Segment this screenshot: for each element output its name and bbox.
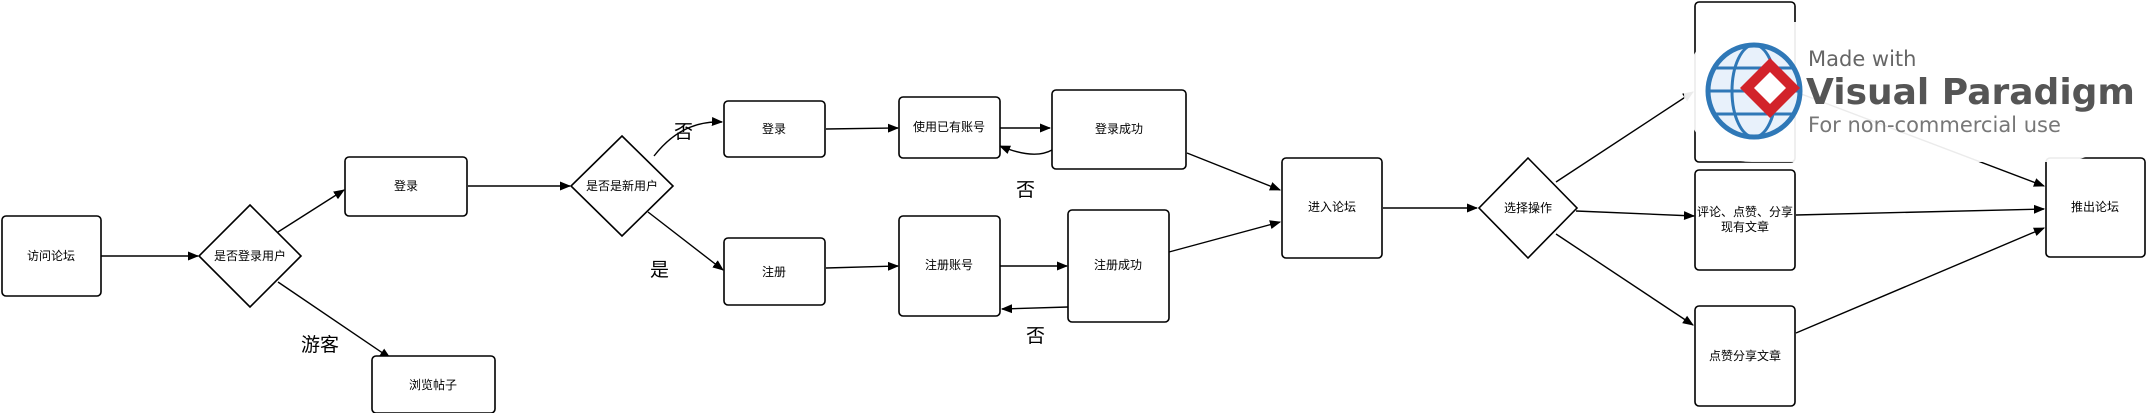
node-login-1[interactable]: 登录 (344, 156, 468, 217)
visual-paradigm-logo-icon (1705, 42, 1803, 140)
node-login-success[interactable]: 登录成功 (1051, 89, 1187, 170)
decision-is-logged-in-label: 是否登录用户 (214, 248, 286, 263)
edge-label-no-return-register: 否 (1026, 325, 1045, 347)
edge-regsuccess-to-forum (1168, 220, 1282, 253)
node-like-share-article-label: 点赞分享文章 (1709, 348, 1781, 363)
watermark: Made with Visual Paradigm For non-commer… (1684, 22, 2135, 162)
decision-is-new-user[interactable]: 是否是新用户 (569, 134, 675, 238)
edge-label-guest: 游客 (301, 334, 339, 356)
decision-choose-action[interactable]: 选择操作 (1477, 156, 1579, 260)
edge-decision-to-browse (277, 281, 391, 359)
node-like-share-article[interactable]: 点赞分享文章 (1694, 305, 1796, 407)
edge-labels: 游客 否 是 否 否 (301, 121, 1045, 356)
node-register-account[interactable]: 注册账号 (898, 215, 1001, 317)
edge-register-to-regaccount (825, 261, 900, 271)
edge-decision-to-login (277, 189, 345, 233)
node-browse-posts-label: 浏览帖子 (409, 377, 457, 392)
edge-choose-to-like (1555, 233, 1694, 326)
edge-label-yes-register: 是 (650, 259, 669, 281)
edge-label-no-return-login: 否 (1016, 179, 1035, 201)
edge-newuser-to-login2 (653, 117, 724, 157)
node-enter-forum[interactable]: 进入论坛 (1281, 157, 1383, 259)
node-register-account-label: 注册账号 (925, 257, 973, 272)
watermark-note: For non-commercial use (1808, 113, 2061, 137)
edge-login2-to-existing (825, 123, 900, 133)
node-visit-forum[interactable]: 访问论坛 (1, 215, 102, 297)
edge-comment-to-exit (1795, 204, 2046, 216)
node-register-success-label: 注册成功 (1094, 257, 1142, 272)
edge-like-to-exit (1795, 227, 2046, 334)
edge-success-back-to-existing (998, 145, 1053, 155)
node-register[interactable]: 注册 (723, 237, 826, 306)
node-register-label: 注册 (762, 264, 786, 279)
node-use-existing-account-label: 使用已有账号 (913, 119, 985, 134)
decision-choose-action-label: 选择操作 (1504, 200, 1552, 215)
node-comment-like-share[interactable]: 评论、点赞、分享 现有文章 (1694, 169, 1796, 271)
edge-newuser-to-register (647, 211, 724, 271)
node-visit-forum-label: 访问论坛 (27, 249, 75, 263)
node-comment-like-share-label-2: 现有文章 (1721, 219, 1769, 234)
node-use-existing-account[interactable]: 使用已有账号 (898, 96, 1001, 159)
decision-is-new-user-label: 是否是新用户 (586, 178, 658, 193)
edge-choose-to-comment (1575, 210, 1696, 221)
node-comment-like-share-label-1: 评论、点赞、分享 (1697, 204, 1793, 219)
edge-regsuccess-back-to-regaccount (1000, 304, 1069, 314)
node-exit-forum-label: 推出论坛 (2071, 200, 2119, 214)
watermark-brand: Visual Paradigm (1806, 72, 2135, 113)
node-login-2[interactable]: 登录 (723, 100, 826, 158)
edge-loginsuccess-to-forum (1186, 152, 1282, 191)
node-login-1-label: 登录 (394, 178, 418, 193)
decision-is-logged-in[interactable]: 是否登录用户 (197, 203, 303, 309)
node-login-2-label: 登录 (762, 121, 786, 136)
node-browse-posts[interactable]: 浏览帖子 (371, 355, 496, 413)
node-exit-forum[interactable]: 推出论坛 (2045, 157, 2146, 258)
edge-label-no-login: 否 (674, 121, 693, 143)
edge-choose-to-top (1555, 91, 1694, 183)
node-login-success-label: 登录成功 (1095, 121, 1143, 136)
watermark-made-with: Made with (1808, 47, 1916, 71)
node-register-success[interactable]: 注册成功 (1067, 209, 1170, 323)
node-enter-forum-label: 进入论坛 (1308, 200, 1356, 214)
